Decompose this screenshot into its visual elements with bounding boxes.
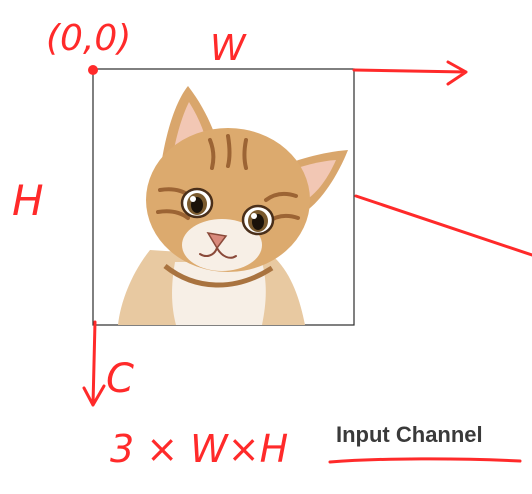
channel-label: C	[106, 356, 134, 402]
origin-dot	[88, 65, 98, 75]
kitten-neck-stripe	[163, 264, 274, 288]
caption-underline	[328, 457, 522, 464]
kitten-muzzle	[182, 219, 262, 271]
width-label: W	[210, 28, 247, 69]
caption-input-channel: Input Channel	[336, 422, 483, 447]
dims-formula: 3 × W×H	[110, 427, 288, 471]
kitten-chest	[172, 262, 266, 325]
channel-axis-arrow	[82, 320, 106, 407]
height-label: H	[12, 176, 44, 225]
kitten-left-eye	[180, 187, 214, 219]
annotations	[82, 60, 532, 464]
connector-line	[354, 194, 532, 257]
kitten-image	[118, 86, 348, 325]
width-axis-arrow	[352, 60, 468, 86]
kitten-right-eye	[241, 204, 275, 236]
kitten-nose	[206, 231, 228, 250]
origin-label: (0,0)	[46, 18, 131, 59]
kitten-head-stripes	[156, 134, 300, 224]
kitten-mouth	[199, 247, 237, 259]
